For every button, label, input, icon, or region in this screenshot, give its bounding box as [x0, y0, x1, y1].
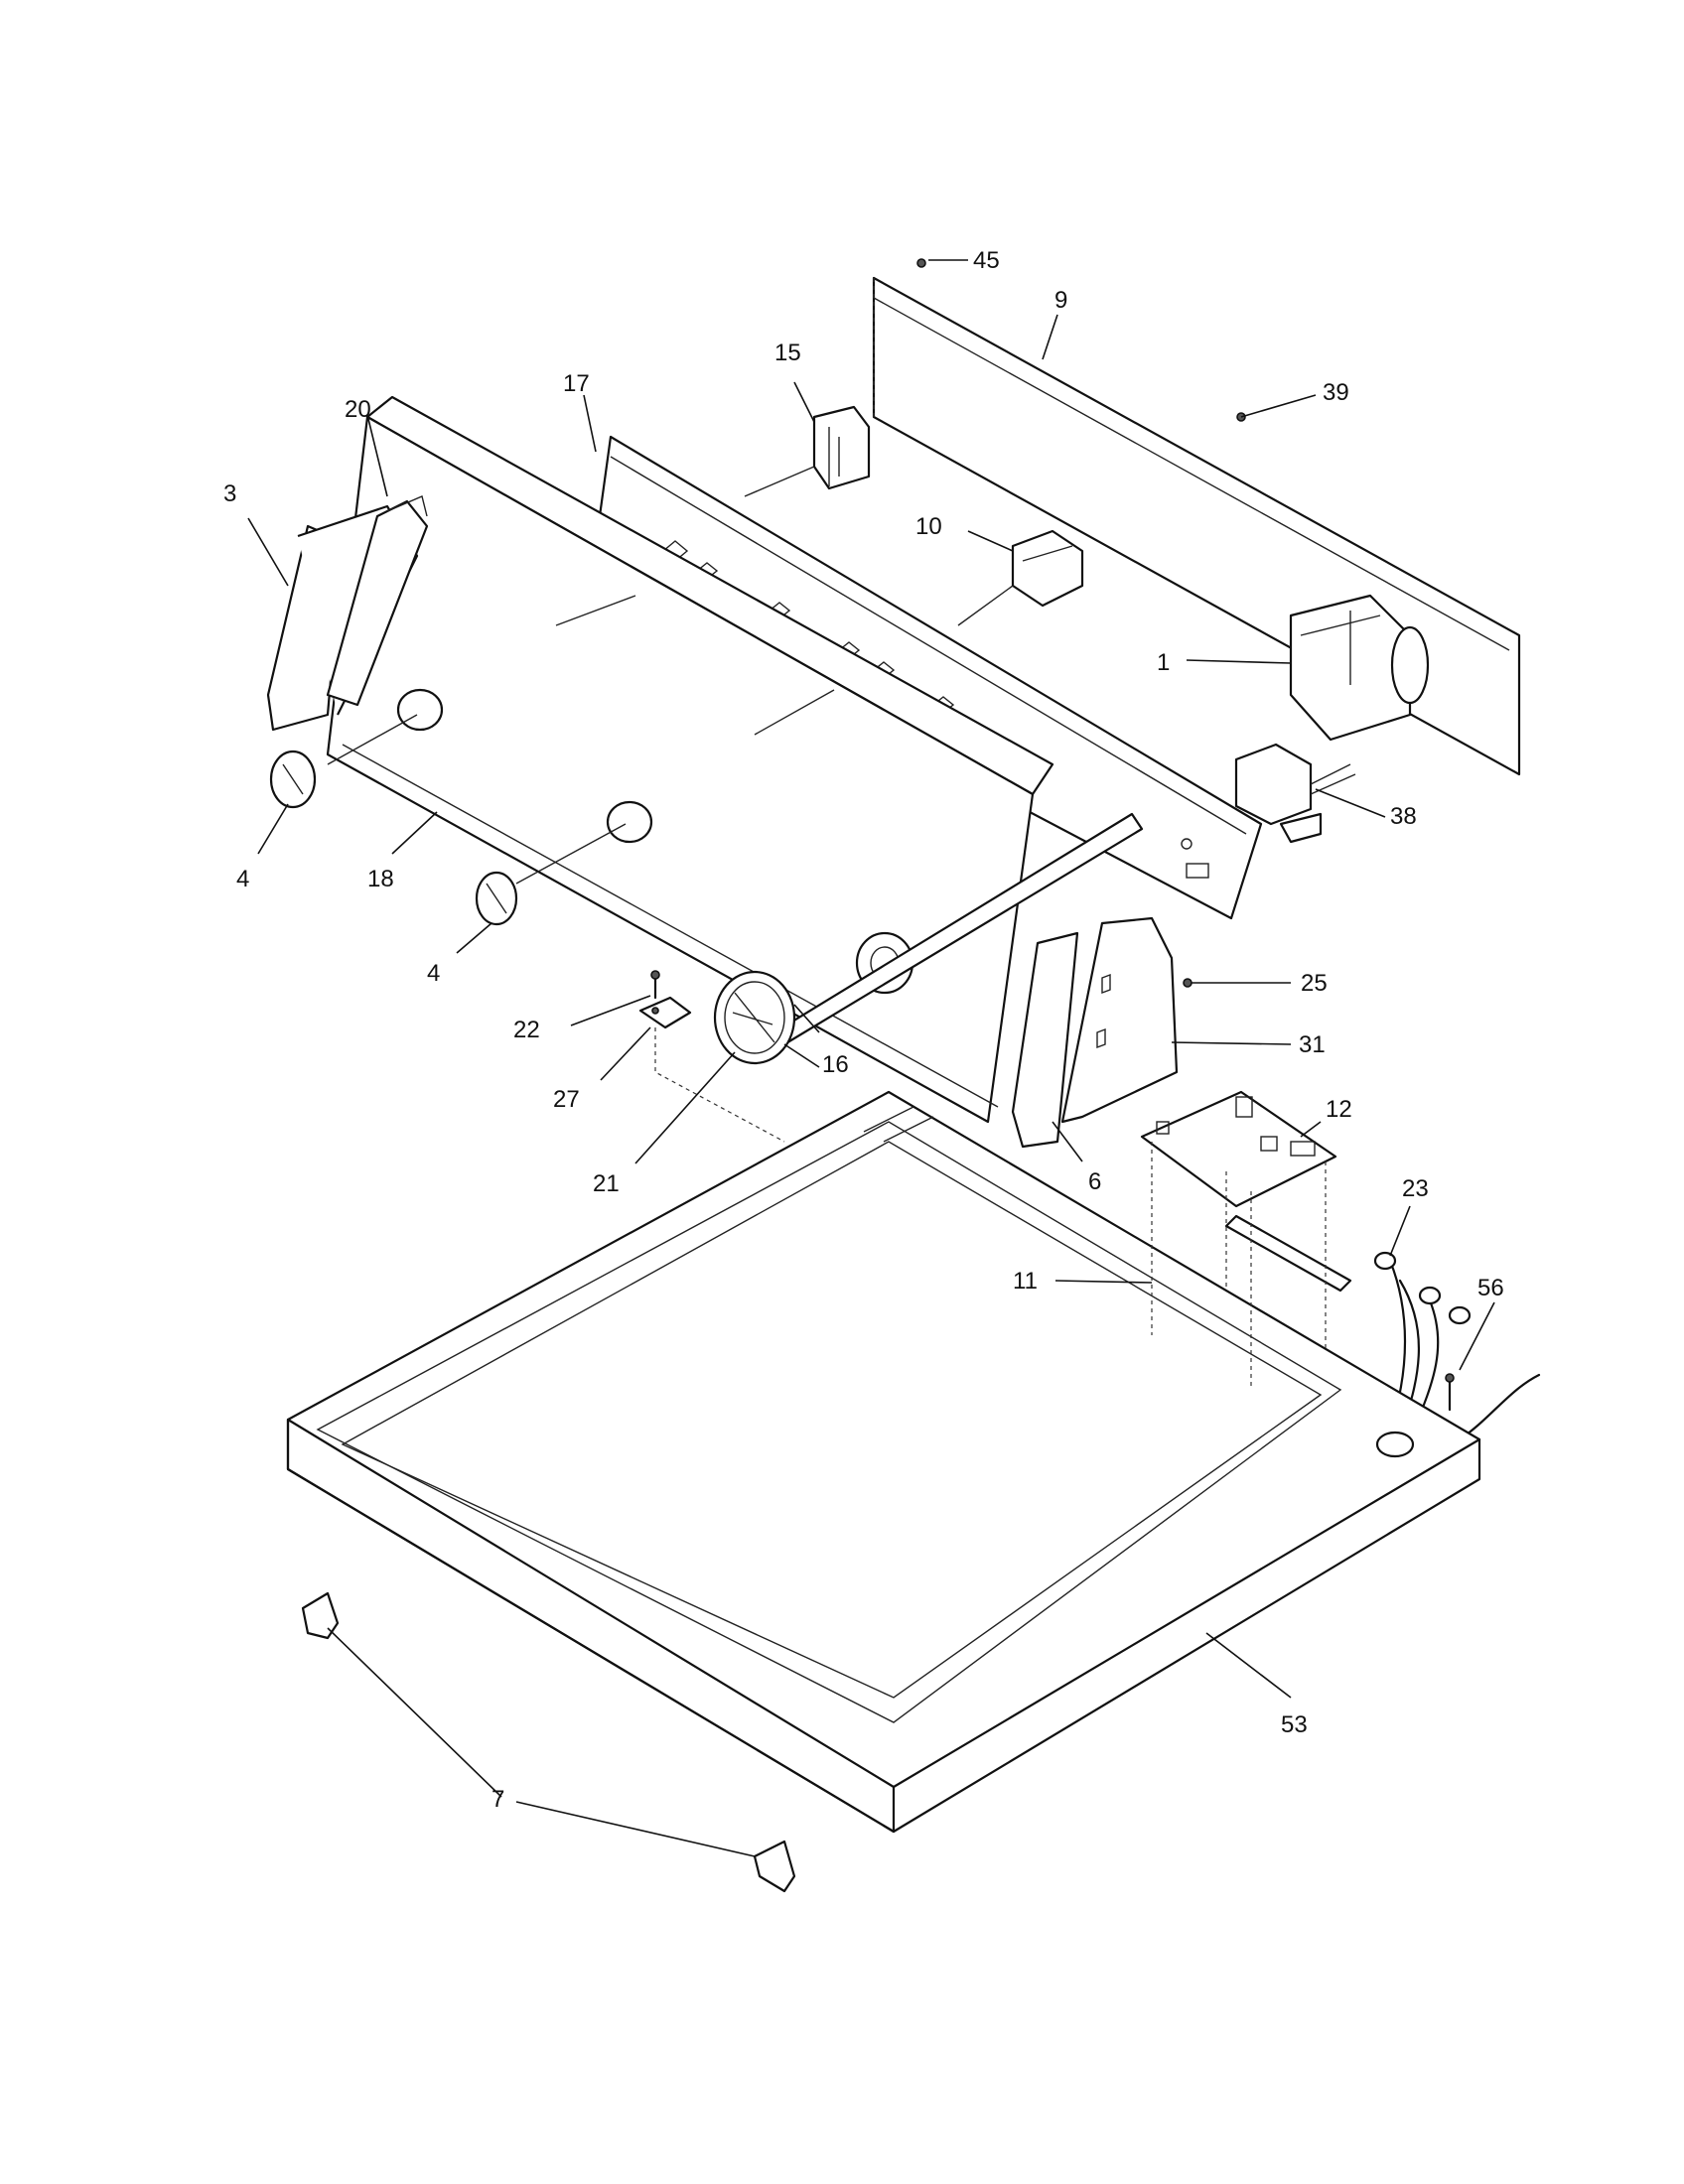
callout-53: 53: [1281, 1711, 1308, 1738]
right-end-cap: [1011, 931, 1079, 1149]
callout-22: 22: [513, 1017, 540, 1043]
callout-16: 16: [822, 1051, 849, 1078]
callout-4-center: 4: [427, 960, 440, 987]
callout-6: 6: [1088, 1168, 1101, 1195]
callout-23: 23: [1402, 1175, 1429, 1202]
callout-39: 39: [1323, 379, 1349, 406]
callout-31: 31: [1299, 1031, 1326, 1058]
control-board-12: [1140, 1090, 1337, 1208]
top-cover: [286, 1090, 1481, 1834]
callout-27: 27: [553, 1086, 580, 1113]
leader-lines: [247, 259, 1495, 1857]
switch-component-15: [812, 405, 871, 490]
callout-10: 10: [915, 513, 942, 540]
timer-component: [1289, 594, 1430, 742]
callout-12: 12: [1326, 1096, 1352, 1123]
knob-4-left: [269, 750, 317, 809]
screw-25: [1183, 978, 1193, 988]
callout-20: 20: [345, 396, 371, 423]
callout-45: 45: [973, 247, 1000, 274]
callout-15: 15: [774, 340, 801, 366]
callout-18: 18: [367, 866, 394, 892]
callout-9: 9: [1054, 287, 1067, 314]
foot-7-left: [301, 1591, 340, 1640]
callout-labels: 45 9 39 15 17 20 3 10 1 38 4 18 4 25 22 …: [223, 247, 1504, 1813]
callout-38: 38: [1390, 803, 1417, 830]
callout-21: 21: [593, 1170, 620, 1197]
bracket-11-back: [1224, 1214, 1352, 1293]
knob-4-center: [475, 871, 518, 926]
console-panel: [326, 395, 1054, 1124]
callout-7: 7: [491, 1786, 504, 1813]
callout-17: 17: [563, 370, 590, 397]
callout-1: 1: [1157, 649, 1170, 676]
foot-7-right: [753, 1840, 796, 1893]
callout-3: 3: [223, 480, 236, 507]
callout-25: 25: [1301, 970, 1328, 997]
callout-4-left: 4: [236, 866, 249, 892]
right-end-bracket: [1060, 916, 1179, 1124]
screw-22: [650, 970, 660, 1000]
assembly-guides: [327, 278, 1327, 1390]
knob-21: [713, 970, 796, 1065]
callout-56: 56: [1477, 1275, 1504, 1301]
bracket-27: [638, 996, 692, 1029]
callout-11: 11: [1013, 1268, 1038, 1295]
switch-component-10: [1011, 529, 1084, 608]
left-end-bracket: [326, 495, 429, 707]
